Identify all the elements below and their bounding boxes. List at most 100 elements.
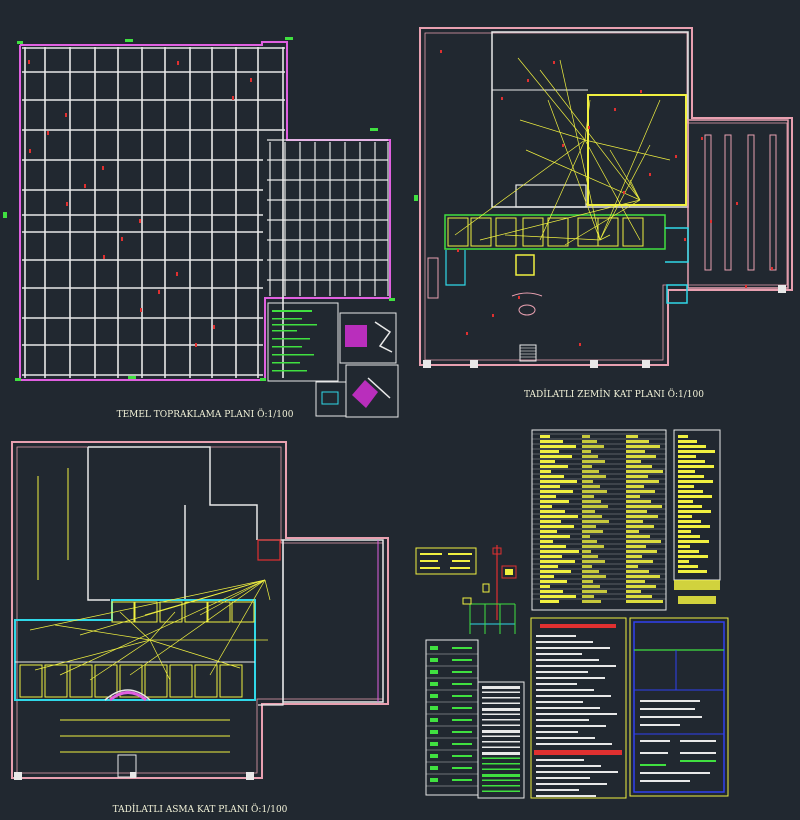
row-cell xyxy=(582,535,590,538)
symbol xyxy=(430,730,438,734)
row-cell xyxy=(626,475,648,478)
ground-point xyxy=(47,131,49,135)
row-cell xyxy=(626,435,638,438)
wire xyxy=(599,99,661,241)
report-line xyxy=(536,713,617,715)
cable-row xyxy=(482,697,520,699)
title-block xyxy=(629,617,729,797)
symbol-label xyxy=(452,755,472,757)
row-cell xyxy=(582,550,591,553)
report-line xyxy=(536,701,583,703)
symbol xyxy=(430,646,438,650)
wire xyxy=(609,149,641,201)
room xyxy=(470,217,492,247)
socket xyxy=(553,61,555,64)
wire xyxy=(539,69,641,201)
symbol xyxy=(430,682,438,686)
row-cell xyxy=(540,535,570,538)
wire xyxy=(504,234,601,241)
report-line xyxy=(536,743,612,745)
ground-point xyxy=(232,96,234,100)
mezzanine-outer-wall xyxy=(11,441,389,779)
room xyxy=(622,217,644,247)
row-cell xyxy=(540,495,556,498)
symbol-label xyxy=(452,743,472,745)
room xyxy=(547,217,569,247)
panel-schedule-table xyxy=(531,429,667,611)
report-line xyxy=(536,795,596,797)
row-cell xyxy=(678,540,709,543)
row-cell xyxy=(678,475,704,478)
row-cell xyxy=(626,490,655,493)
row-cell xyxy=(540,470,551,473)
row-cell xyxy=(540,585,550,588)
row-cell xyxy=(540,500,569,503)
wire xyxy=(54,624,151,641)
room xyxy=(19,664,43,698)
row-cell xyxy=(678,465,714,468)
cable-row xyxy=(482,735,520,737)
mezzanine-light-rows xyxy=(37,468,230,753)
report-line xyxy=(536,641,593,643)
row-cell xyxy=(582,520,609,523)
room xyxy=(119,664,143,698)
cable-row xyxy=(482,774,520,777)
wire xyxy=(629,179,641,201)
wire xyxy=(454,139,586,236)
row-cell xyxy=(582,595,594,598)
socket xyxy=(518,296,520,299)
row-cell xyxy=(582,585,600,588)
socket xyxy=(457,249,459,252)
row-cell xyxy=(582,485,600,488)
ground-point xyxy=(84,184,86,188)
row-cell xyxy=(582,500,601,503)
row-cell xyxy=(540,440,563,443)
socket xyxy=(745,285,747,288)
row-cell xyxy=(626,600,663,603)
row-cell xyxy=(678,555,708,558)
row-cell xyxy=(540,505,552,508)
row-cell xyxy=(626,575,660,578)
column-marks xyxy=(423,285,786,368)
stair xyxy=(519,344,537,362)
row-cell xyxy=(626,590,641,593)
mezzanine-plan: TADİLATLI ASMA KAT PLANI Ö:1/100 xyxy=(11,441,389,815)
wire xyxy=(584,139,671,161)
row-cell xyxy=(678,515,692,518)
row-cell xyxy=(540,540,553,543)
row-cell xyxy=(582,470,599,473)
row-cell xyxy=(582,510,595,513)
wire xyxy=(29,579,266,631)
row-cell xyxy=(678,440,697,443)
ground-point xyxy=(158,290,160,294)
ground-point xyxy=(28,60,30,64)
row-cell xyxy=(582,570,599,573)
row-cell xyxy=(582,445,604,448)
row-cell xyxy=(626,465,652,468)
row-cell xyxy=(678,530,691,533)
row-cell xyxy=(626,540,661,543)
report-line xyxy=(536,647,610,649)
room xyxy=(94,664,118,698)
wire xyxy=(539,139,586,241)
cable-table-rows xyxy=(482,686,520,792)
row-cell xyxy=(678,525,710,528)
row-cell xyxy=(582,490,607,493)
entrance-lobby xyxy=(666,284,688,304)
row-cell xyxy=(626,470,663,473)
foundation-annex-grid xyxy=(267,139,389,296)
socket xyxy=(562,144,564,147)
row-cell xyxy=(582,540,597,543)
room xyxy=(44,664,68,698)
wire xyxy=(144,579,266,616)
room xyxy=(184,601,208,623)
row-cell xyxy=(582,475,606,478)
ground-point xyxy=(103,255,105,259)
row-cell xyxy=(540,525,574,528)
row-cell xyxy=(678,570,707,573)
wire xyxy=(149,611,176,641)
cable-row xyxy=(482,708,520,711)
symbol xyxy=(430,778,438,782)
foundation-main-grid xyxy=(22,47,285,378)
